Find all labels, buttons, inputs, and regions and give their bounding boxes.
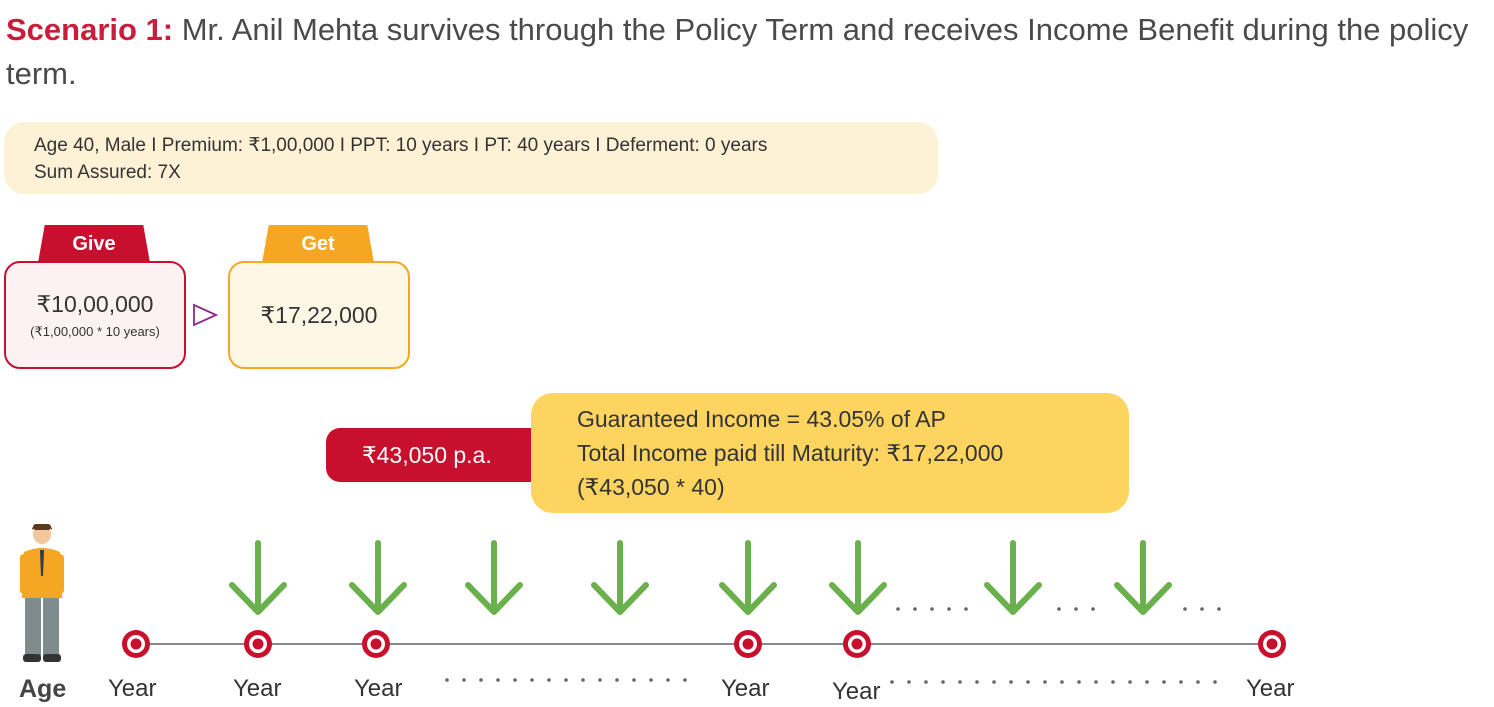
timeline-node bbox=[362, 630, 390, 658]
person-icon bbox=[20, 524, 64, 662]
scenario-number: Scenario 1: bbox=[6, 12, 174, 47]
dotted-gap bbox=[445, 678, 687, 682]
age-label: Age bbox=[19, 675, 67, 703]
timeline-node bbox=[244, 630, 272, 658]
scenario-text: Mr. Anil Mehta survives through the Poli… bbox=[6, 12, 1469, 91]
income-calculation-line: (₹43,050 * 40) bbox=[577, 474, 725, 500]
give-calculation: (₹1,00,000 * 10 years) bbox=[30, 323, 160, 339]
timeline-node bbox=[122, 630, 150, 658]
timeline-node bbox=[734, 630, 762, 658]
scenario-heading: Scenario 1: Mr. Anil Mehta survives thro… bbox=[6, 8, 1490, 96]
play-arrow-icon bbox=[193, 303, 218, 327]
income-arrow-icon bbox=[719, 540, 777, 615]
annual-income-pill: ₹43,050 p.a. bbox=[326, 428, 546, 482]
policy-details-box: Age 40, Male I Premium: ₹1,00,000 I PPT:… bbox=[4, 122, 938, 194]
dotted-gap bbox=[890, 680, 1217, 684]
get-tab: Get bbox=[262, 225, 374, 263]
income-arrow-icon bbox=[829, 540, 887, 615]
year-label: Year bbox=[832, 678, 881, 705]
year-label: Year bbox=[721, 675, 770, 702]
sum-assured-line: Sum Assured: 7X bbox=[34, 162, 181, 183]
timeline-node bbox=[843, 630, 871, 658]
guaranteed-income-line: Guaranteed Income = 43.05% of AP bbox=[577, 406, 946, 432]
income-arrow-icon bbox=[465, 540, 523, 615]
get-amount: ₹17,22,000 bbox=[260, 301, 378, 328]
income-arrow-icon bbox=[229, 540, 287, 615]
income-bubble: Guaranteed Income = 43.05% of AP Total I… bbox=[531, 393, 1129, 513]
dotted-gap bbox=[896, 607, 968, 611]
give-card: ₹10,00,000 (₹1,00,000 * 10 years) bbox=[4, 261, 186, 369]
policy-details-line: Age 40, Male I Premium: ₹1,00,000 I PPT:… bbox=[34, 135, 768, 156]
year-label: Year bbox=[354, 675, 403, 702]
dotted-gap bbox=[1057, 607, 1095, 611]
give-amount: ₹10,00,000 bbox=[36, 290, 154, 317]
income-arrow-icon bbox=[984, 540, 1042, 615]
give-tab: Give bbox=[38, 225, 150, 263]
year-label: Year bbox=[108, 675, 157, 702]
timeline-node bbox=[1258, 630, 1286, 658]
get-card: ₹17,22,000 bbox=[228, 261, 410, 369]
year-label: Year bbox=[233, 675, 282, 702]
total-income-line: Total Income paid till Maturity: ₹17,22,… bbox=[577, 440, 1004, 466]
income-arrow-icon bbox=[1114, 540, 1172, 615]
income-arrow-icon bbox=[349, 540, 407, 615]
year-label: Year bbox=[1246, 675, 1295, 702]
income-arrow-icon bbox=[591, 540, 649, 615]
dotted-gap bbox=[1183, 607, 1221, 611]
